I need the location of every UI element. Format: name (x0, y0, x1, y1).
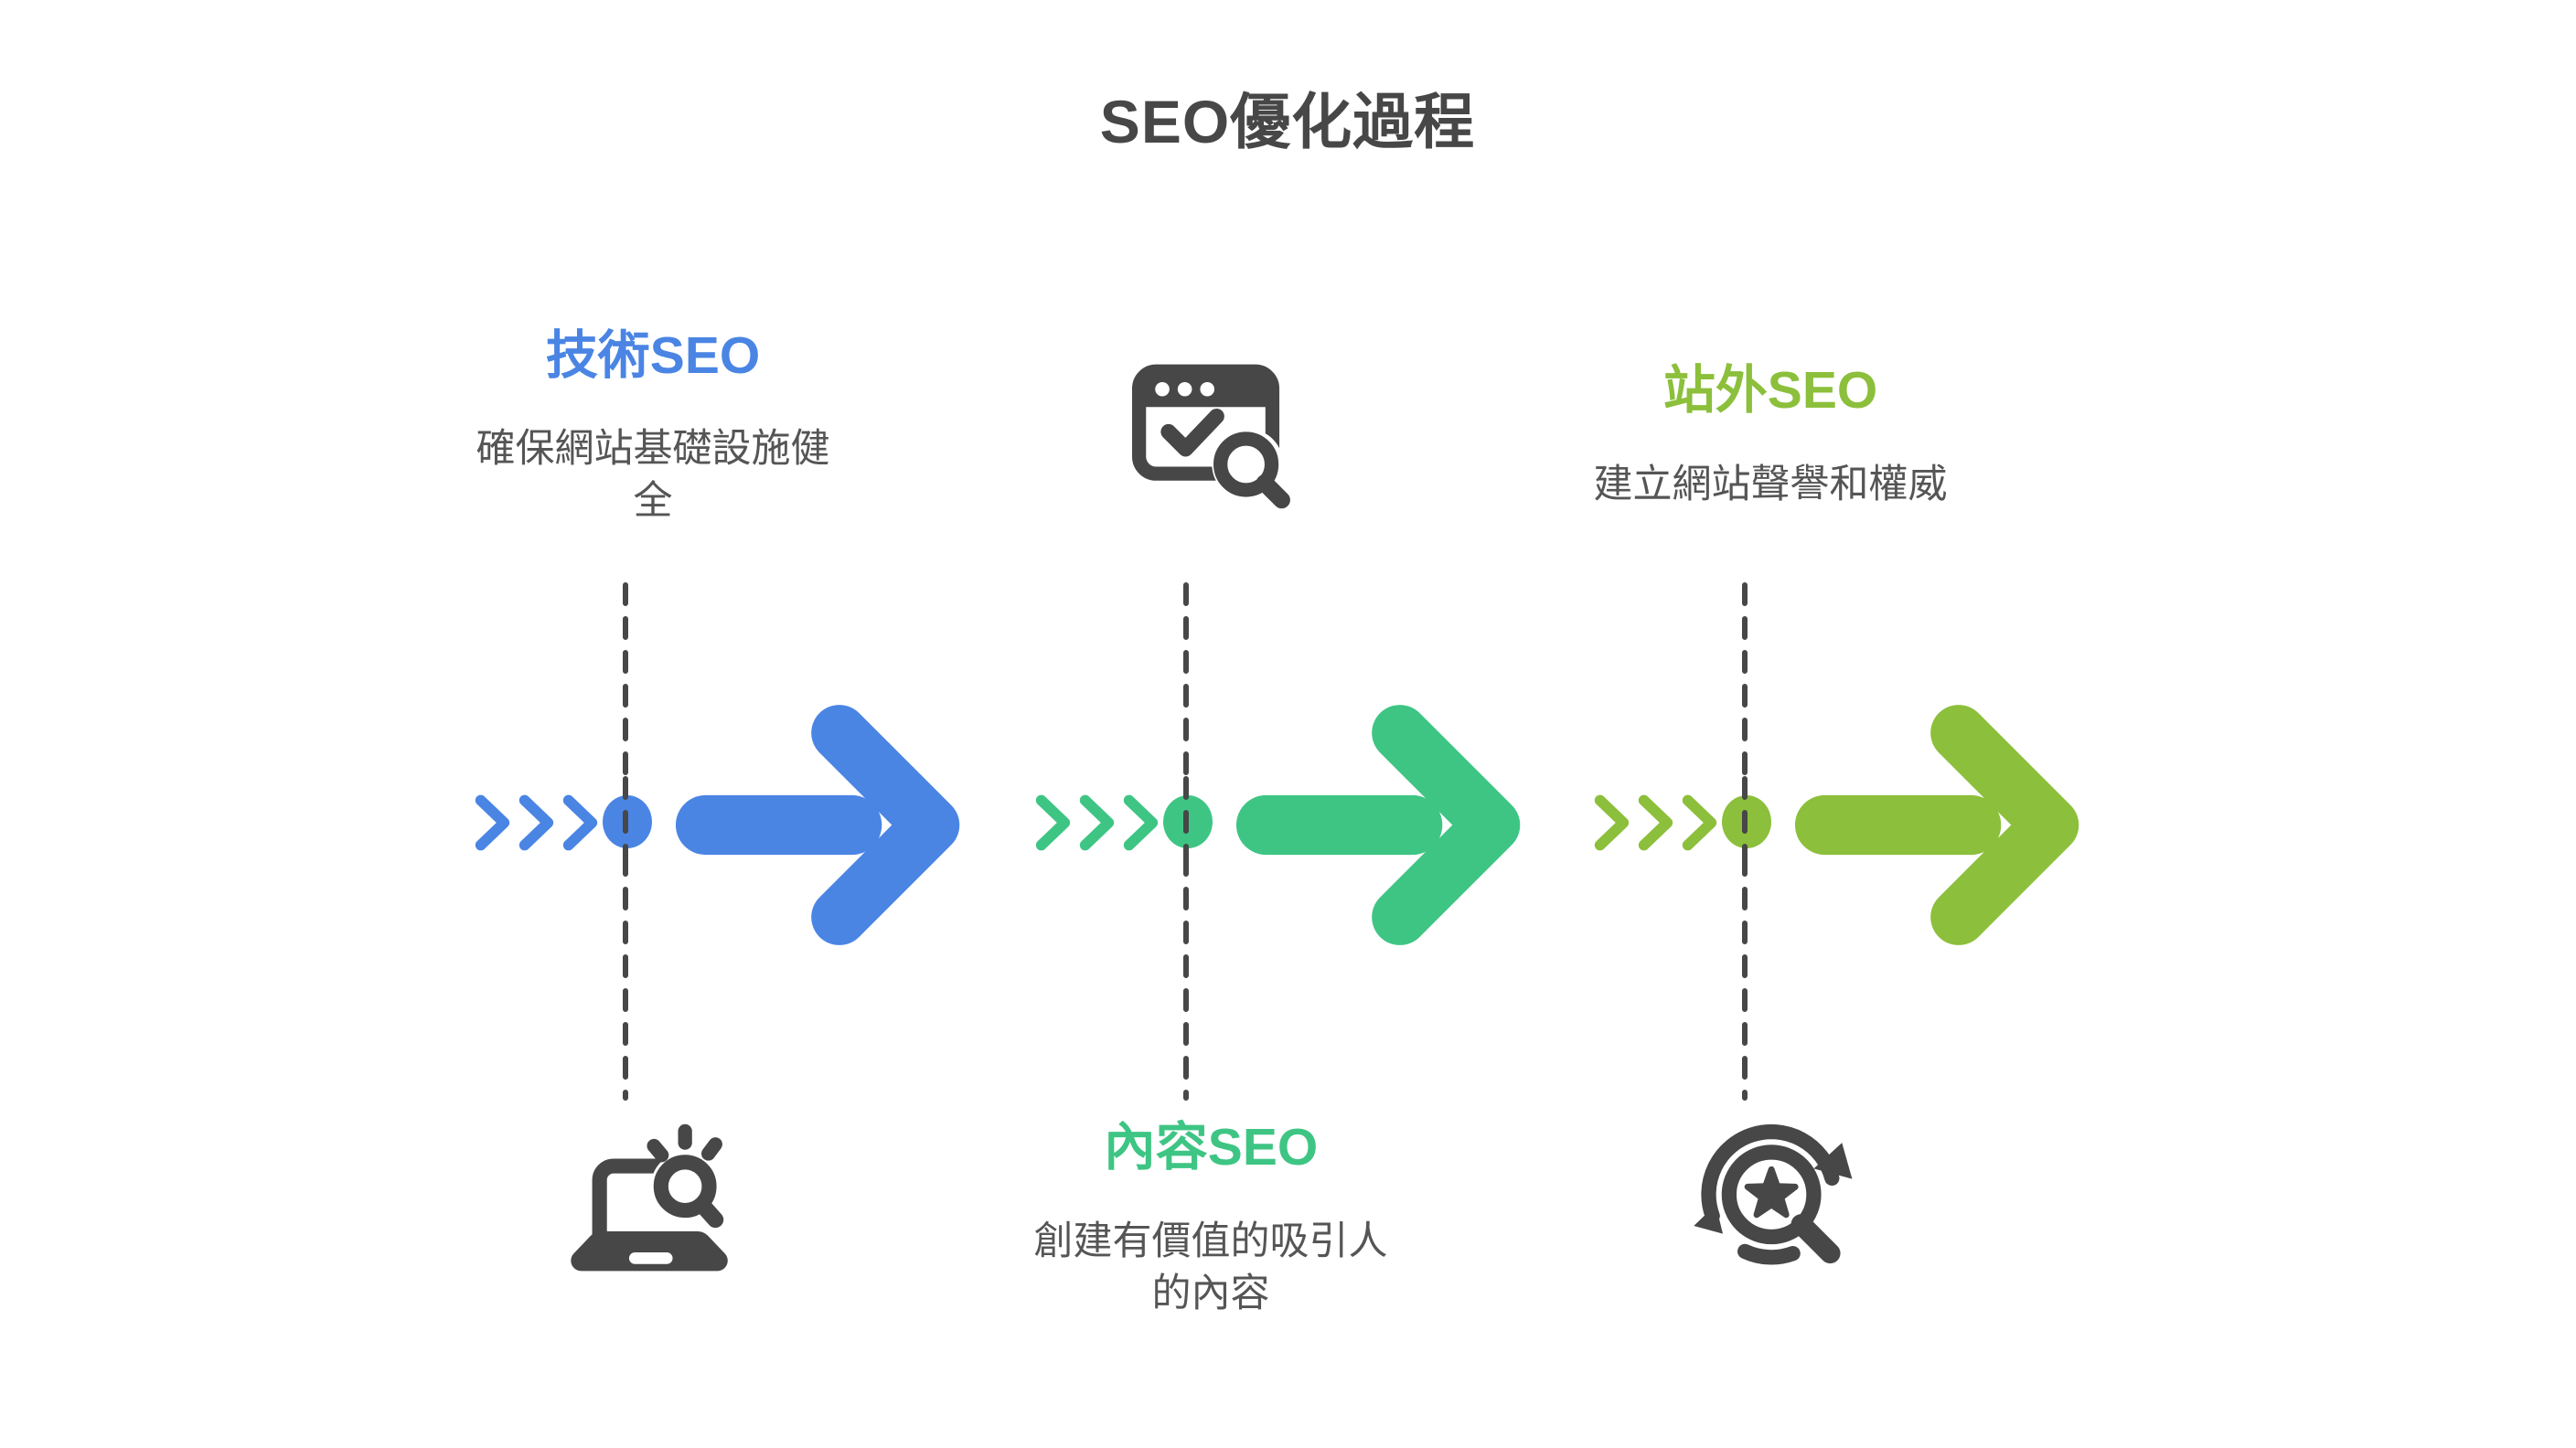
browser-check-search-icon (1131, 364, 1300, 519)
stage-offsite-arrow-icon (1794, 705, 2079, 945)
stage-content-description: 創建有價值的吸引人的內容 (1033, 1219, 1388, 1316)
star-search-refresh-icon (1694, 1123, 1853, 1270)
stage-offsite-label: 站外SEO (1662, 361, 1878, 420)
stage-technical-description: 確保網站基礎設施健全 (476, 427, 830, 524)
stage-content-chevrons-icon (1035, 794, 1159, 851)
stage-content-label: 內容SEO (1103, 1118, 1319, 1176)
stage-offsite-dashed-line-overlay (1742, 776, 1748, 873)
stage-technical-label: 技術SEO (545, 326, 761, 385)
stage-offsite-chevrons-icon (1594, 794, 1717, 851)
stage-technical-chevrons-icon (475, 794, 598, 851)
stage-technical-arrow-icon (675, 705, 960, 945)
laptop-search-icon (571, 1123, 728, 1272)
page-title: SEO優化過程 (1099, 88, 1476, 155)
stage-offsite-description: 建立網站聲譽和權威 (1593, 463, 1948, 506)
stage-technical-dashed-line-overlay (623, 776, 628, 873)
stage-content-arrow-icon (1235, 705, 1521, 945)
stage-content-dashed-line-overlay (1183, 776, 1189, 873)
